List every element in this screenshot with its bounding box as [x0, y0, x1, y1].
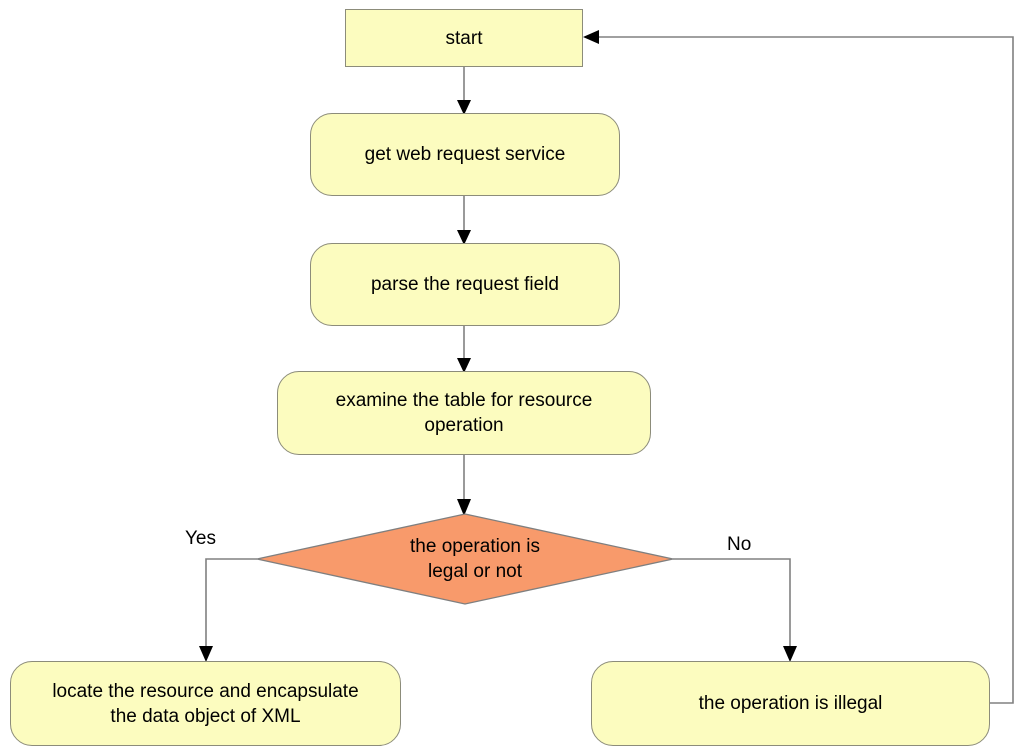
edge-start-to-get [457, 67, 471, 115]
node-examine-the-table[interactable]: examine the table for resource operation [277, 371, 651, 455]
node-examine-the-table-label: examine the table for resource operation [335, 390, 593, 436]
edge-decision-yes [199, 558, 257, 662]
node-start-label: start [445, 27, 483, 49]
edge-decision-no [673, 558, 797, 662]
node-operation-is-illegal-label: the operation is illegal [698, 693, 883, 714]
node-get-web-request-service[interactable]: get web request service [310, 113, 620, 196]
node-parse-the-request-field[interactable]: parse the request field [310, 243, 620, 326]
edge-get-to-parse [457, 196, 471, 245]
edge-label-no: No [727, 534, 752, 555]
node-locate-the-resource-label: locate the resource and encapsulate the … [52, 680, 359, 727]
node-start[interactable]: start [345, 9, 583, 67]
edge-examine-to-decision [457, 455, 471, 516]
node-get-web-request-service-label: get web request service [364, 144, 566, 165]
node-parse-the-request-field-label: parse the request field [370, 274, 559, 295]
edge-parse-to-examine [457, 326, 471, 373]
edge-illegal-back-to-start [583, 30, 1014, 704]
node-operation-is-illegal[interactable]: the operation is illegal [591, 661, 990, 746]
node-operation-legal-decision[interactable]: the operation is legal or not [256, 513, 674, 605]
diamond-shape [256, 513, 674, 605]
node-locate-the-resource[interactable]: locate the resource and encapsulate the … [10, 661, 401, 746]
edge-label-yes: Yes [185, 528, 216, 549]
